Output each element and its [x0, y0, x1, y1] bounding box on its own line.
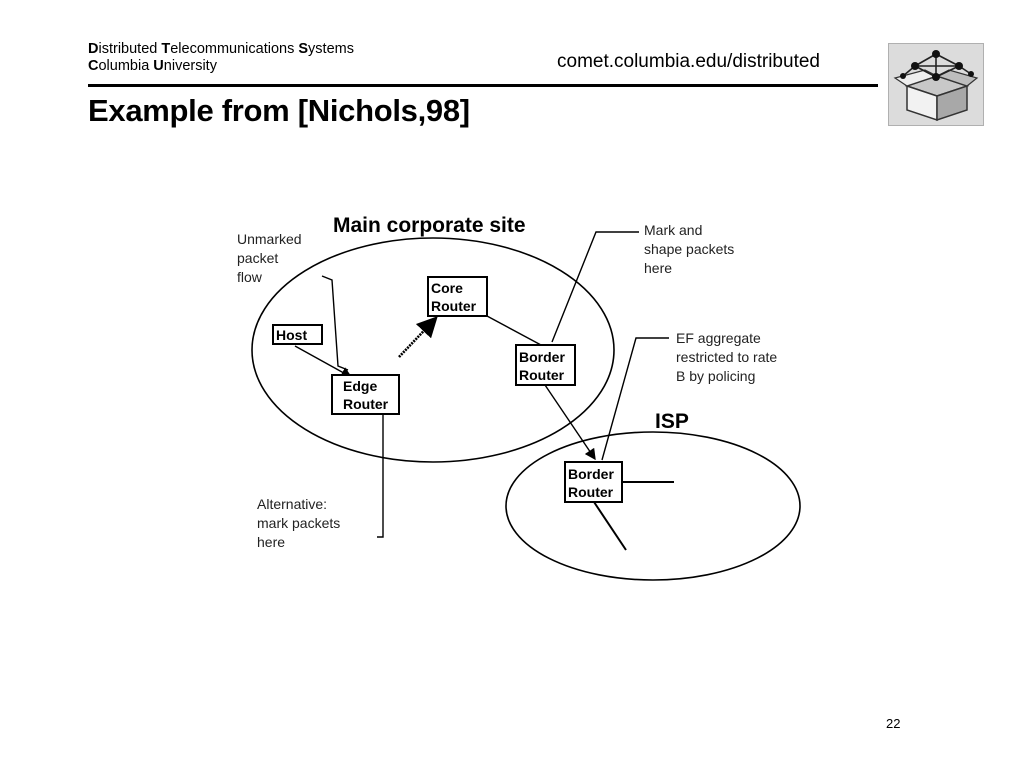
page-number: 22 [886, 716, 901, 731]
mark-shape-annotation-3: here [644, 260, 672, 276]
org-word: istributed [98, 41, 162, 57]
mark-shape-annotation-1: Mark and [644, 222, 702, 238]
border-router-main-label-2: Router [519, 367, 565, 383]
edge-router-label-1: Edge [343, 378, 377, 394]
isp-branch-down [593, 501, 627, 551]
org-word: niversity [163, 58, 217, 74]
isp-region [505, 431, 801, 581]
ef-aggregate-annotation-2: restricted to rate [676, 349, 777, 365]
org-initial: T [161, 41, 171, 57]
unmarked-annotation-2: packet [237, 250, 278, 266]
host-to-edge-link [294, 345, 353, 378]
unmarked-annotation-3: flow [237, 269, 263, 285]
border-to-isp-link [544, 384, 596, 461]
ef-aggregate-annotation-1: EF aggregate [676, 330, 761, 346]
org-initial: U [153, 58, 164, 74]
org-line-1: Distributed Telecommunications Systems [88, 41, 354, 58]
unmarked-flow-leader [321, 275, 349, 371]
header-url: comet.columbia.edu/distributed [557, 51, 820, 72]
alternative-leader [377, 412, 384, 538]
border-router-isp-label-1: Border [568, 466, 614, 482]
unmarked-annotation-1: Unmarked [237, 231, 302, 247]
border-router-main-node: Border Router [515, 344, 576, 386]
org-word: olumbia [98, 58, 154, 74]
isp-label: ISP [655, 410, 689, 433]
main-site-region [251, 237, 615, 463]
alternative-annotation-1: Alternative: [257, 496, 327, 512]
org-word: elecommunications [170, 41, 299, 57]
ef-aggregate-leader [601, 337, 669, 461]
logo-box-icon [893, 50, 979, 122]
edge-to-core-link [398, 316, 438, 358]
border-router-isp-node: Border Router [564, 461, 623, 503]
main-site-label: Main corporate site [333, 214, 526, 237]
org-initial: C [88, 58, 99, 74]
mark-shape-leader [551, 231, 639, 343]
org-initial: S [298, 41, 309, 57]
core-router-node: Core Router [427, 276, 488, 317]
core-to-border-link [486, 315, 542, 346]
core-router-label-2: Router [431, 298, 477, 314]
header-divider [88, 84, 878, 87]
border-router-main-label-1: Border [519, 349, 565, 365]
alternative-annotation-2: mark packets [257, 515, 340, 531]
ef-aggregate-annotation-3: B by policing [676, 368, 755, 384]
alternative-annotation-3: here [257, 534, 285, 550]
mark-shape-annotation-2: shape packets [644, 241, 734, 257]
org-word: ystems [308, 41, 354, 57]
edge-router-label-2: Router [343, 396, 389, 412]
organization-name: Distributed Telecommunications Systems C… [88, 41, 354, 75]
logo [888, 43, 984, 126]
core-router-label-1: Core [431, 280, 463, 296]
org-line-2: Columbia University [88, 58, 354, 75]
slide-title: Example from [Nichols,98] [88, 93, 470, 128]
border-router-isp-label-2: Router [568, 484, 614, 500]
host-node: Host [272, 324, 323, 345]
org-initial: D [88, 41, 99, 57]
edge-router-node: Edge Router [331, 374, 400, 415]
host-label: Host [276, 327, 307, 343]
